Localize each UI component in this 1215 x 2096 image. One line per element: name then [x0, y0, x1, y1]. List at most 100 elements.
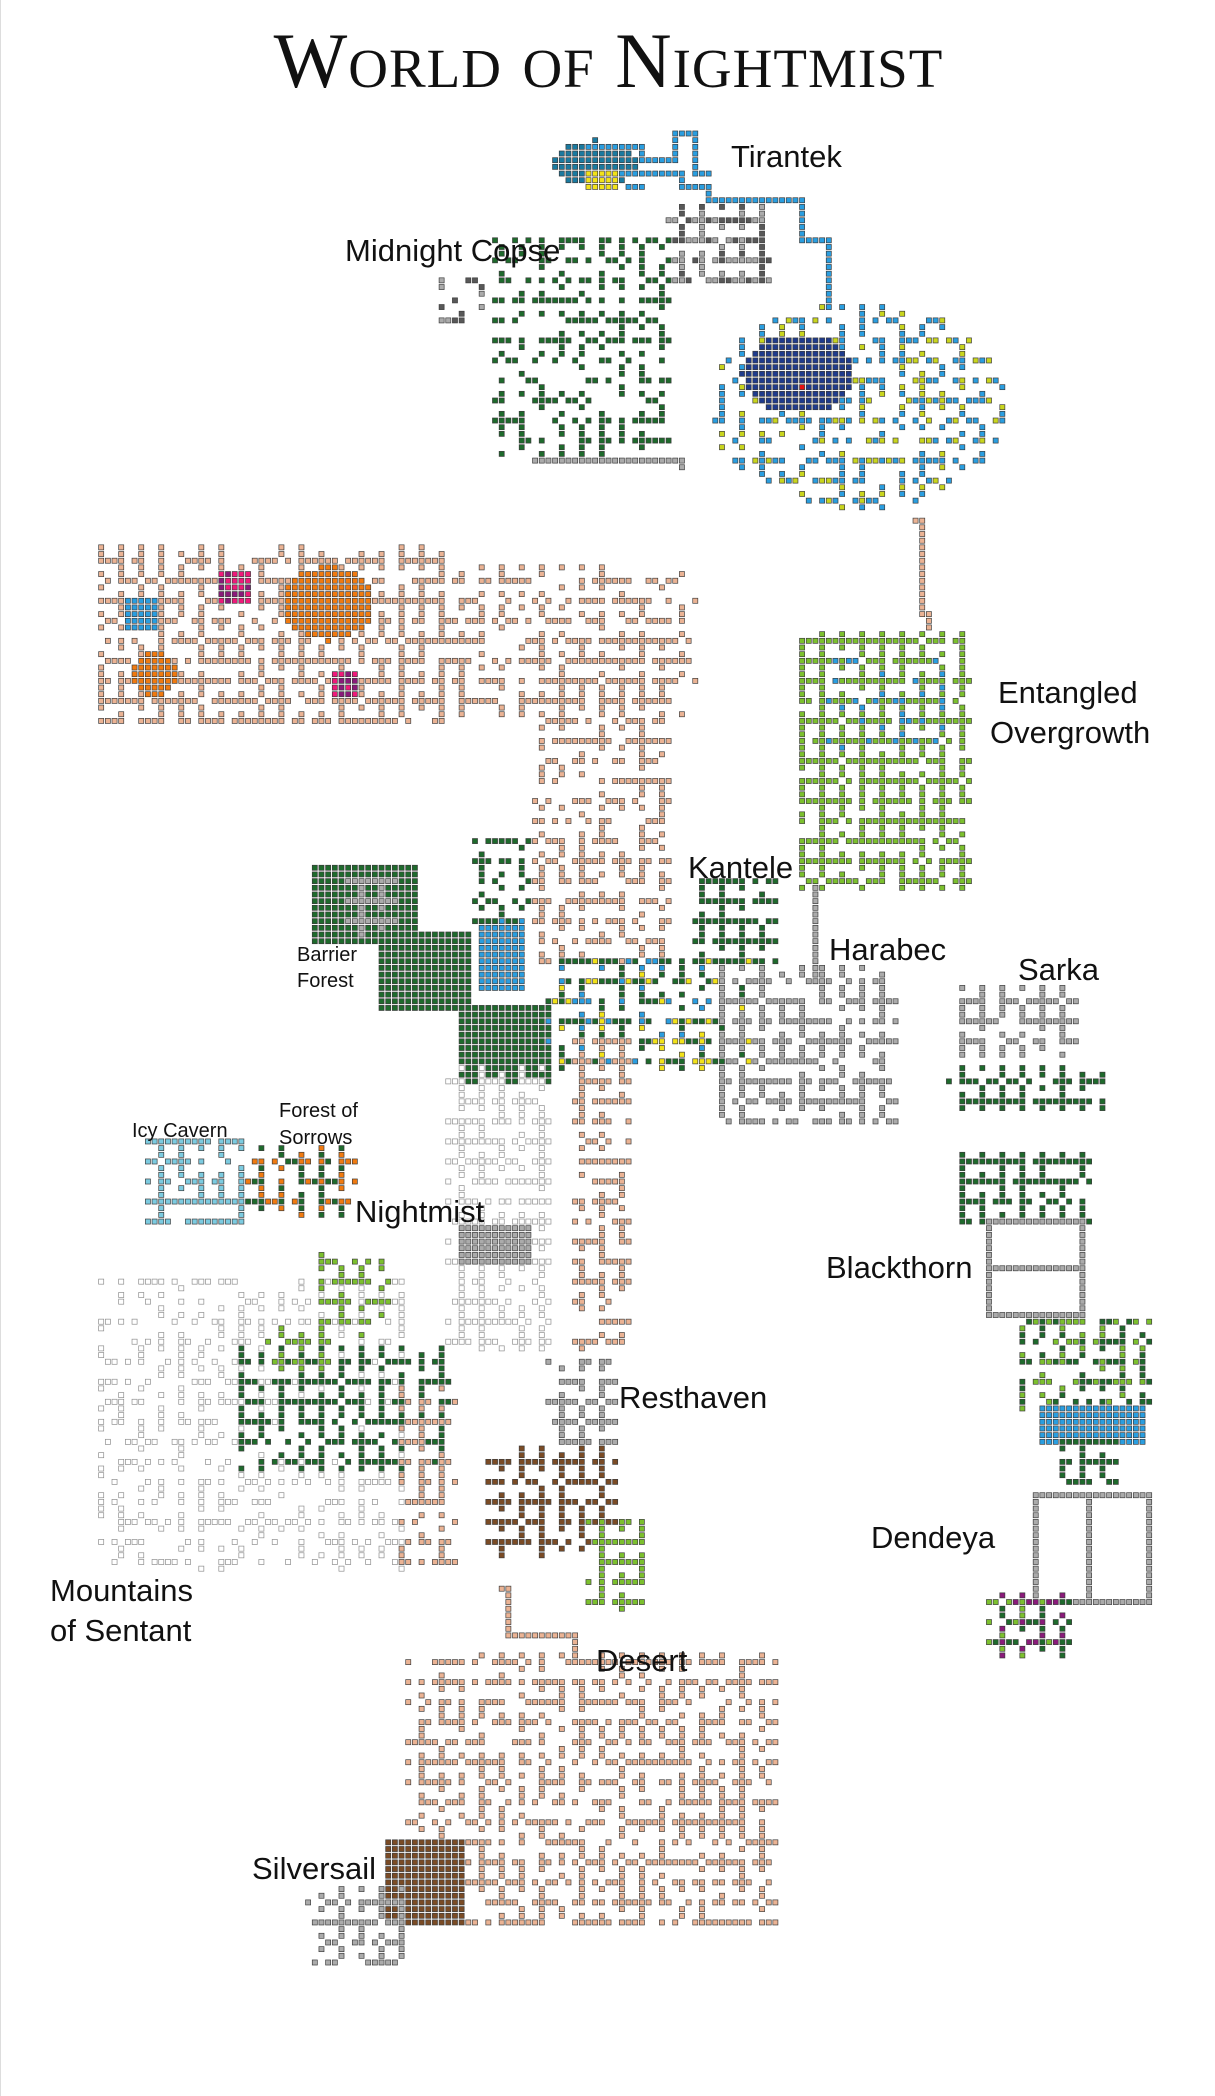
map-tile	[1032, 1532, 1039, 1539]
map-tile	[538, 277, 545, 284]
map-tile	[351, 677, 358, 684]
map-tile	[859, 724, 866, 731]
map-tile	[131, 624, 138, 631]
map-tile	[859, 310, 866, 317]
map-tile	[351, 591, 358, 597]
map-tile	[839, 878, 846, 884]
map-tile	[498, 1345, 505, 1352]
map-tile	[719, 978, 725, 985]
map-tile	[378, 951, 385, 958]
map-tile	[839, 1085, 846, 1091]
map-tile	[398, 677, 405, 684]
map-tile	[799, 404, 805, 411]
map-tile	[852, 677, 859, 684]
map-tile	[505, 1045, 512, 1051]
map-tile	[505, 577, 512, 584]
map-tile	[612, 457, 619, 464]
map-tile	[999, 1105, 1006, 1111]
map-tile	[385, 657, 392, 664]
map-tile	[992, 1218, 999, 1225]
map-tile	[979, 1151, 986, 1158]
map-tile	[145, 677, 151, 684]
map-tile	[892, 437, 899, 444]
map-tile	[659, 297, 665, 304]
map-tile	[999, 404, 1006, 411]
map-tile	[652, 617, 659, 624]
map-tile	[198, 718, 205, 724]
map-tile	[759, 1011, 765, 1018]
map-tile	[1126, 1599, 1133, 1605]
map-tile	[618, 637, 625, 644]
map-tile	[1119, 1432, 1126, 1439]
map-tile	[585, 958, 592, 965]
map-tile	[412, 938, 418, 945]
map-tile	[498, 978, 505, 985]
map-tile	[485, 1338, 492, 1345]
map-tile	[805, 657, 812, 664]
map-tile	[518, 844, 525, 851]
map-tile	[418, 1005, 425, 1011]
map-tile	[278, 657, 285, 664]
map-tile	[578, 1118, 585, 1125]
map-tile	[839, 471, 846, 477]
map-tile	[498, 317, 505, 324]
map-tile	[392, 978, 398, 985]
map-tile	[438, 657, 445, 664]
map-tile	[118, 564, 125, 571]
map-tile	[558, 671, 565, 678]
map-tile	[739, 277, 745, 284]
map-tile	[445, 1158, 452, 1165]
map-tile	[659, 324, 665, 330]
map-tile	[959, 711, 966, 718]
map-tile	[512, 1258, 518, 1265]
map-tile	[659, 270, 665, 277]
map-tile	[799, 671, 805, 678]
map-tile	[712, 1058, 719, 1065]
map-tile	[325, 557, 332, 564]
map-tile	[1019, 1325, 1026, 1332]
map-tile	[1079, 1332, 1086, 1338]
map-tile	[1066, 1338, 1072, 1345]
map-tile	[759, 237, 765, 244]
map-tile	[605, 357, 612, 364]
map-tile	[612, 177, 619, 184]
map-tile	[318, 624, 325, 631]
map-tile	[211, 577, 218, 584]
map-tile	[418, 551, 425, 557]
map-tile	[892, 1098, 899, 1105]
map-tile	[385, 677, 392, 684]
map-tile	[1106, 1425, 1113, 1432]
map-tile	[145, 611, 151, 617]
map-tile	[772, 457, 779, 464]
map-tile	[478, 1238, 485, 1245]
map-tile	[538, 437, 545, 444]
map-tile	[692, 1018, 699, 1025]
map-tile	[639, 677, 645, 684]
map-tile	[926, 457, 932, 464]
map-tile	[345, 591, 352, 597]
map-tile	[478, 1318, 485, 1325]
map-tile	[1086, 1525, 1092, 1532]
map-tile	[779, 337, 785, 344]
map-tile	[745, 384, 752, 391]
map-tile	[598, 1038, 605, 1045]
map-tile	[545, 798, 552, 804]
map-tile	[939, 684, 946, 691]
map-tile	[412, 891, 418, 898]
map-tile	[659, 290, 665, 297]
map-tile	[472, 698, 478, 704]
map-tile	[819, 844, 825, 851]
map-tile	[512, 978, 518, 985]
map-tile	[532, 597, 538, 604]
map-tile	[572, 1258, 578, 1265]
map-tile	[999, 1632, 1006, 1639]
map-tile	[492, 924, 498, 931]
map-tile	[926, 357, 932, 364]
map-tile	[939, 831, 946, 838]
map-tile	[578, 1011, 585, 1018]
map-tile	[185, 718, 191, 724]
map-tile	[578, 1131, 585, 1138]
map-tile	[238, 631, 245, 638]
map-tile	[926, 778, 932, 784]
map-tile	[385, 898, 392, 905]
